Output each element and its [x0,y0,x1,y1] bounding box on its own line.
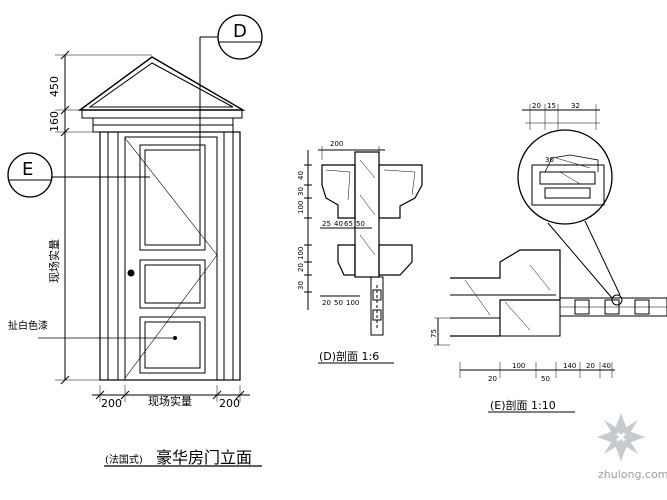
door-elevation [7,14,263,402]
dim-160: 160 [48,111,61,132]
section-d-dim: 30 [297,187,305,196]
section-d-title: (D)剖面 1:6 [319,349,379,363]
middle-panel [139,259,206,309]
section-e-drawing [434,104,667,378]
section-d-dim: 65 [344,220,353,228]
section-e-dim-top: 20 [532,102,541,110]
section-e-dim-top: 15 [547,102,556,110]
section-d-dim: 40 [334,220,343,228]
section-e-dim-bottom: 20 [586,362,595,370]
section-d-dim: 30 [297,281,305,290]
section-e-dim-bottom: 20 [488,375,497,383]
detail-magnifier [517,129,613,225]
section-d-dim: 100 [346,299,359,307]
upper-panel [139,144,206,251]
section-e-dim-bottom: 50 [541,375,550,383]
section-e-dim-bottom: 140 [563,362,576,370]
section-d-dim: 20 [297,263,305,272]
dim-bottom-right: 200 [219,397,240,410]
drawing-title: 豪华房门立面 [156,448,252,467]
section-d-dim: 25 [322,220,331,228]
watermark-text: zhulong.com [598,468,667,481]
door-handle [127,269,135,277]
section-d-drawing [304,146,423,336]
dim-bottom-mid: 现场实量 [148,394,192,408]
dim-450: 450 [48,76,61,97]
section-e-detail-dim: 30 [545,156,554,164]
section-d-dim: 100 [297,201,305,214]
door-frame [99,131,241,381]
section-d-dim: 50 [356,220,365,228]
title-prefix: (法国式) [105,453,143,466]
material-note: 扯白色漆 [8,319,48,332]
lower-panel [139,316,206,374]
section-d-dim: 50 [334,299,343,307]
section-d-dim: 40 [297,171,305,180]
callout-e-bubble [7,152,53,198]
section-e-title: (E)剖面 1:10 [490,398,556,412]
door-pediment [77,56,246,111]
callout-d-label: D [233,21,247,42]
door-leaf [124,136,218,381]
section-d-dim: 200 [330,140,343,148]
callout-e-label: E [22,159,33,180]
section-e-dim-left: 75 [430,329,438,338]
section-e-dim-bottom: 100 [512,362,525,370]
section-e-dim-top: 32 [571,102,580,110]
section-e-dim-bottom: 40 [602,362,611,370]
section-d-dim: 20 [322,299,331,307]
dim-bottom-left: 200 [101,397,122,410]
dim-side-measure: 现场实量 [47,239,61,283]
watermark-logo-icon [597,413,645,461]
section-d-dim: 100 [297,247,305,260]
